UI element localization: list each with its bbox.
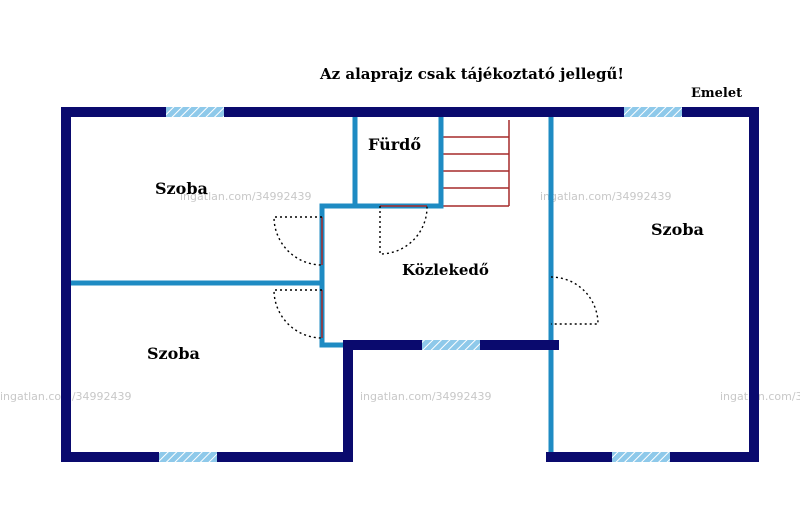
- windows: [159, 107, 682, 462]
- door-swing-right: [550, 276, 599, 325]
- window-bottom-left: [159, 452, 217, 462]
- room-label-bathroom: Fürdő: [368, 135, 421, 154]
- room-label-top-left: Szoba: [155, 179, 208, 198]
- inner-walls: [67, 115, 554, 459]
- watermark-bottom-right: ingatlan.com/34992439: [720, 390, 800, 403]
- watermark-bottom-center: ingatlan.com/34992439: [360, 390, 492, 403]
- door-swing-bathroom: [379, 205, 428, 255]
- room-label-right: Szoba: [651, 220, 704, 239]
- room-label-corridor: Közlekedő: [402, 261, 489, 279]
- room-label-bottom-left: Szoba: [147, 344, 200, 363]
- window-top-left: [166, 107, 224, 117]
- watermark-center: ingatlan.com/34992439: [180, 190, 312, 203]
- window-middle: [422, 340, 480, 350]
- door-swing-bottom-left: [273, 289, 323, 339]
- notice-text: Az alaprajz csak tájékoztató jellegű!: [319, 65, 624, 83]
- window-bottom-right: [612, 452, 670, 462]
- stairs: [440, 120, 510, 207]
- window-top-right: [624, 107, 682, 117]
- watermarks: ingatlan.com/34992439 ingatlan.com/34992…: [0, 190, 800, 403]
- door-swing-top-left: [273, 216, 323, 266]
- floor-label: Emelet: [691, 86, 742, 101]
- door-jambs: [321, 205, 427, 338]
- watermark-right: ingatlan.com/34992439: [540, 190, 672, 203]
